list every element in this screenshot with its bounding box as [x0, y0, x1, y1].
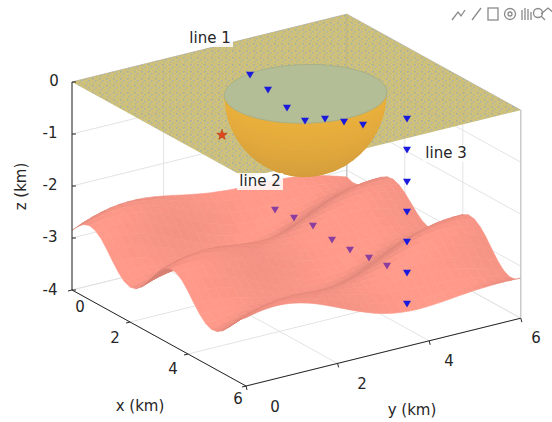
line-label: line 1 [187, 30, 232, 47]
surface-facet [249, 309, 264, 314]
receiver-marker [309, 223, 317, 230]
receiver-marker [271, 207, 279, 214]
axis-line [72, 222, 347, 290]
tick-label: 2 [357, 377, 367, 392]
top-plane [72, 14, 521, 178]
hemisphere [224, 65, 386, 178]
line1-markers [246, 72, 411, 129]
tick-label: -3 [43, 230, 58, 245]
receiver-marker [403, 270, 411, 277]
surface-facet [113, 260, 128, 273]
source-star [217, 130, 227, 140]
receiver-marker [403, 116, 411, 123]
axis-line [72, 290, 246, 386]
receiver-marker [290, 215, 298, 222]
surface-facet [101, 236, 116, 249]
axis-label: z (km) [15, 162, 30, 210]
receiver-marker [346, 247, 354, 254]
receiver-marker [365, 255, 373, 262]
axis-line [246, 318, 521, 386]
axis-line [68, 290, 72, 291]
line3-markers [403, 147, 411, 308]
axis-line [246, 318, 521, 386]
surface-facet [182, 279, 197, 292]
tick-label: 0 [75, 300, 85, 315]
receiver-marker [403, 209, 411, 216]
axis-line [246, 386, 247, 390]
receiver-marker [246, 72, 254, 79]
line-label: line 2 [237, 173, 282, 190]
tick-label: -2 [43, 178, 58, 193]
axis-line [347, 170, 521, 266]
axis-line [130, 254, 405, 322]
axis-line [347, 222, 521, 318]
surface-facet [217, 325, 232, 332]
receiver-marker [403, 239, 411, 246]
top-surface [72, 14, 521, 178]
line2-markers [271, 207, 391, 270]
receiver-marker [264, 87, 272, 94]
axis-line [242, 386, 246, 387]
tick-label: 6 [233, 392, 243, 407]
interface-surface [72, 176, 521, 332]
hemisphere-band [224, 65, 386, 124]
axis-label: x (km) [116, 399, 165, 414]
axis-line [184, 354, 188, 355]
tick-label: 4 [444, 354, 454, 369]
receiver-marker [403, 179, 411, 186]
hemisphere-rim [224, 65, 386, 124]
axes-front [68, 82, 522, 390]
receiver-marker [359, 122, 367, 129]
axis-line [72, 186, 76, 187]
tick-label: 0 [49, 74, 59, 89]
axis-line [347, 222, 521, 318]
axis-line [72, 222, 347, 290]
surface-facet [107, 248, 122, 262]
axis-line [126, 322, 130, 323]
axis-line [255, 245, 429, 341]
axis-label: y (km) [388, 403, 437, 418]
tick-label: 0 [270, 400, 280, 415]
tick-label: 2 [110, 331, 120, 346]
surface-facet [188, 290, 203, 303]
tick-label: -4 [43, 283, 58, 298]
tick-label: 4 [168, 362, 178, 377]
axis-line [429, 341, 430, 345]
axis-line [72, 290, 246, 386]
axes-back [72, 14, 521, 386]
axis-line [188, 286, 463, 354]
receiver-marker [321, 116, 329, 123]
axis-line [72, 238, 76, 239]
tick-label: 6 [531, 331, 541, 346]
line-label: line 3 [423, 145, 468, 162]
receiver-marker [340, 119, 348, 126]
surface-facet [240, 313, 255, 319]
axis-line [72, 170, 347, 238]
receiver-marker [283, 105, 291, 112]
axis-line [338, 363, 339, 367]
axis-line [521, 318, 522, 322]
axis-line [72, 134, 76, 135]
axes-toolbar [452, 8, 552, 20]
receiver-marker [328, 237, 336, 244]
axis-line [520, 110, 521, 318]
axis-line [164, 267, 338, 363]
axis-line [72, 82, 76, 83]
axis-line [520, 110, 521, 318]
receiver-marker [403, 301, 411, 308]
tick-label: -1 [43, 126, 58, 141]
receiver-marker [301, 118, 309, 125]
surface-facet [259, 305, 274, 309]
receiver-marker [383, 263, 391, 270]
axis-line [72, 290, 76, 291]
receiver-marker [403, 147, 411, 154]
